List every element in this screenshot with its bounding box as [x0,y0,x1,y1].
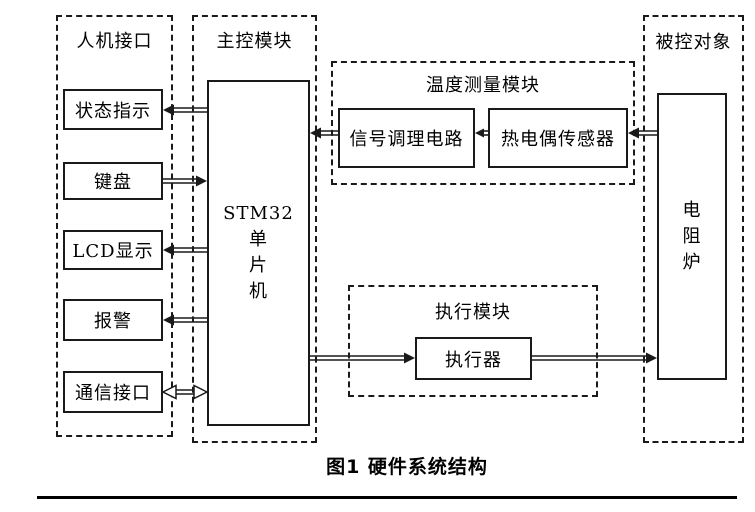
block-lcd-display-label: LCD显示 [72,241,154,262]
block-resistance-furnace: 电 阻 炉 [657,93,727,380]
connector-signal-to-mcu [310,127,338,139]
group-hmi: 人机接口 [56,15,173,437]
block-status-indicator-label: 状态指示 [75,100,151,122]
block-comm-interface-label: 通信接口 [75,383,151,404]
block-stm32-mcu: STM32 单 片 机 [207,80,310,426]
block-actuator: 执行器 [415,337,532,380]
page-rule-divider [37,496,737,499]
block-stm32-mcu-label: STM32 单 片 机 [223,203,294,302]
group-hmi-label: 人机接口 [76,31,153,52]
connector-furnace-to-thermocouple [628,127,657,139]
connector-mcu-to-lcd [163,244,207,256]
connector-thermocouple-to-signal [475,128,488,138]
block-actuator-label: 执行器 [445,349,502,371]
block-comm-interface: 通信接口 [63,371,163,413]
connector-actuator-to-furnace [532,352,657,364]
block-status-indicator: 状态指示 [63,89,163,130]
block-alarm-label: 报警 [94,311,132,332]
block-resistance-furnace-label: 电 阻 炉 [682,199,702,273]
block-signal-conditioning: 信号调理电路 [338,108,475,168]
group-controlled-object: 被控对象 [643,15,744,443]
block-thermocouple-sensor: 热电偶传感器 [488,108,628,168]
connector-mcu-to-alarm [163,314,207,326]
figure-caption: 图1 硬件系统结构 [326,456,488,478]
group-main-control: 主控模块 [192,15,317,443]
group-temperature-label: 温度测量模块 [426,75,540,96]
connector-mcu-to-status [163,104,207,116]
block-signal-conditioning-label: 信号调理电路 [349,129,464,150]
group-controlled-label: 被控对象 [655,32,732,53]
block-lcd-display: LCD显示 [63,230,163,270]
block-alarm: 报警 [63,299,163,341]
connector-mcu-to-actuator [310,352,415,364]
connector-keyboard-to-mcu [163,175,207,187]
block-keyboard-label: 键盘 [94,172,132,193]
block-keyboard: 键盘 [63,162,163,200]
group-main-control-label: 主控模块 [216,31,293,52]
block-thermocouple-sensor-label: 热电偶传感器 [501,129,615,150]
group-execution-label: 执行模块 [435,302,511,323]
group-execution-module: 执行模块 [348,285,598,397]
group-temperature-module: 温度测量模块 [331,61,635,185]
connector-comm-mcu-bidirectional [161,384,209,400]
